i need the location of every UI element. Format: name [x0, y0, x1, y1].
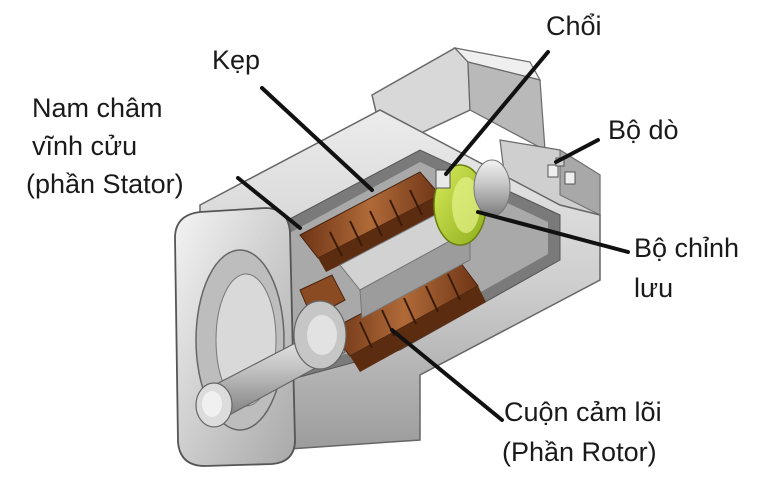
label-clamp: Kẹp — [212, 44, 260, 76]
front-face-plate — [175, 208, 295, 466]
label-coil-line1: Cuộn cảm lõi — [504, 396, 662, 428]
label-rectifier-line2: lưu — [634, 272, 673, 304]
label-magnet-line1: Nam châm — [32, 92, 163, 124]
label-detector: Bộ dò — [608, 114, 679, 146]
label-rectifier-line1: Bộ chỉnh — [634, 232, 739, 264]
label-coil-line2: (Phần Rotor) — [502, 436, 657, 468]
label-magnet-line3: (phần Stator) — [26, 168, 184, 200]
label-magnet-line2: vĩnh cửu — [32, 130, 137, 162]
label-brush: Chổi — [546, 10, 602, 42]
